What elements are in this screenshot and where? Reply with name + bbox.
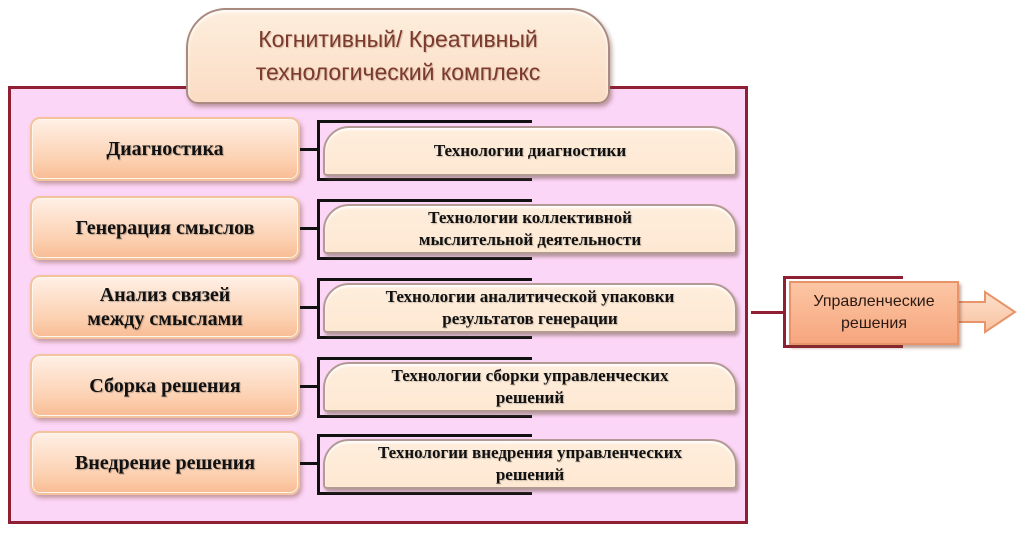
- complex-title: Когнитивный/ Креативный технологический …: [186, 8, 610, 104]
- tech-label: Технологии внедрения управленческих: [377, 443, 683, 462]
- title-line-1: Когнитивный/ Креативный: [258, 26, 538, 52]
- stage-solution-assembly: Сборка решения: [30, 354, 300, 418]
- tech-label: решений: [495, 465, 565, 484]
- connector: [300, 385, 317, 388]
- bracket: [317, 357, 532, 418]
- stage-link-analysis: Анализ связей между смыслами: [30, 275, 300, 339]
- stage-label: между смыслами: [87, 308, 243, 330]
- tech-label: Технологии коллективной: [428, 208, 632, 227]
- tech-solution-assembly: Технологии сборки управленческих решений: [323, 362, 737, 412]
- title-line-2: технологический комплекс: [255, 59, 541, 85]
- stage-solution-implementation: Внедрение решения: [30, 431, 300, 495]
- tech-diagnostics: Технологии диагностики: [323, 126, 737, 176]
- result-bracket: [783, 276, 903, 348]
- tech-label: решений: [495, 388, 565, 407]
- bracket: [317, 199, 532, 260]
- tech-analytical-packaging: Технологии аналитической упаковки резуль…: [323, 283, 737, 333]
- result-line-2: решения: [841, 315, 907, 332]
- tech-label: мыслительной деятельности: [418, 230, 642, 249]
- stage-label: Диагностика: [106, 138, 224, 160]
- tech-label: результатов генерации: [442, 309, 618, 328]
- connector: [300, 227, 317, 230]
- stage-label: Внедрение решения: [74, 452, 256, 474]
- tech-solution-implementation: Технологии внедрения управленческих реше…: [323, 439, 737, 489]
- result-connector: [751, 311, 783, 314]
- tech-label: Технологии сборки управленческих: [391, 366, 669, 385]
- connector: [300, 462, 317, 465]
- connector: [300, 148, 317, 151]
- tech-label: Технологии диагностики: [433, 141, 627, 160]
- bracket: [317, 434, 532, 495]
- bracket: [317, 278, 532, 339]
- stage-label: Сборка решения: [89, 375, 241, 397]
- tech-collective-thinking: Технологии коллективной мыслительной дея…: [323, 204, 737, 254]
- tech-label: Технологии аналитической упаковки: [385, 287, 675, 306]
- stage-meaning-generation: Генерация смыслов: [30, 196, 300, 260]
- stage-diagnostics: Диагностика: [30, 117, 300, 181]
- management-decisions-box: Управленческие решения: [789, 281, 959, 345]
- connector: [300, 306, 317, 309]
- result-line-1: Управленческие: [813, 293, 935, 310]
- arrow-right-icon: [955, 290, 1017, 334]
- stage-label: Анализ связей: [99, 284, 231, 306]
- bracket: [317, 120, 532, 181]
- stage-label: Генерация смыслов: [75, 217, 255, 239]
